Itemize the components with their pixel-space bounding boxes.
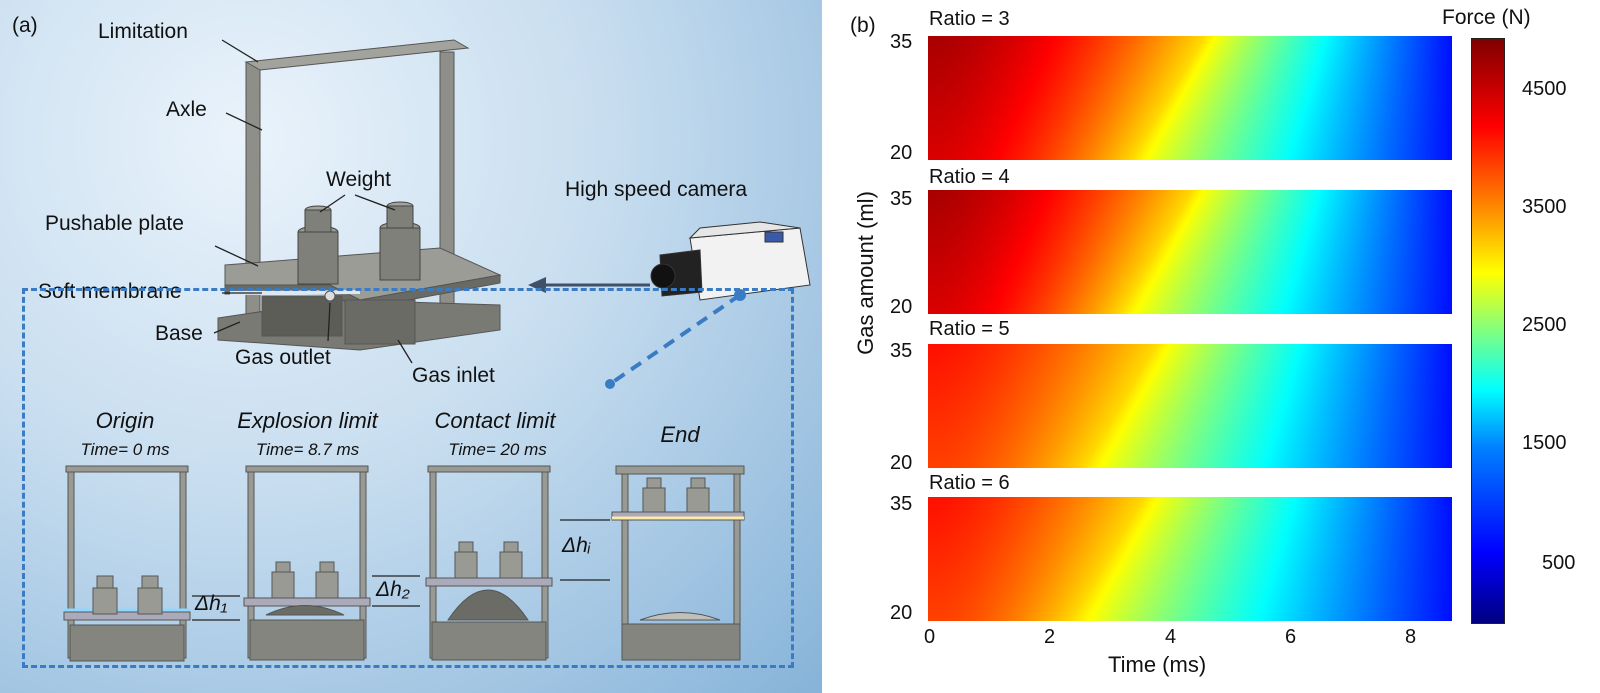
ytick-20-r6: 20 [890,602,913,624]
xtick-8: 8 [1405,626,1417,648]
ratio-4-label: Ratio = 4 [929,166,1010,188]
stage-contact-title: Contact limit [434,408,556,433]
gas-outlet-label: Gas outlet [235,346,331,369]
weights [297,201,421,285]
ratio-3-label: Ratio = 3 [929,8,1010,30]
gas-outlet-hole [324,290,336,302]
panel-a-label: (a) [12,14,38,37]
camera-label: High speed camera [565,178,748,201]
colorbar-label: Force (N) [1442,6,1531,29]
weight-label: Weight [326,168,391,191]
cbtick-1500: 1500 [1522,432,1567,454]
stage-origin-time: Time= 0 ms [80,440,170,459]
ytick-35-r6: 35 [890,493,913,515]
stage-explosion-title: Explosion limit [237,408,378,433]
stages-box [22,288,794,668]
soft-membrane-label: Soft membrane [38,280,182,303]
ytick-35-r5: 35 [890,340,913,362]
xtick-2: 2 [1044,626,1056,648]
panel-b-heatmaps: (b) Gas amount (ml) Ratio = 3 35 20 Rati… [822,0,1600,693]
leader-lines [213,39,413,364]
base-label: Base [155,322,203,345]
ytick-20-r3: 20 [890,142,913,164]
y-axis-label: Gas amount (ml) [853,191,878,355]
ratio-5-label: Ratio = 5 [929,318,1010,340]
stage-origin-title: Origin [95,408,155,433]
xtick-6: 6 [1285,626,1297,648]
pushable-plate-label: Pushable plate [45,212,184,235]
cbtick-2500: 2500 [1522,314,1567,336]
stage-apparatus [63,465,745,662]
apparatus-drawing [63,39,811,662]
ytick-35-r4: 35 [890,188,913,210]
heatmap-ratio-6 [928,497,1452,621]
delta-h2-label: Δh₂ [376,578,410,601]
limitation-label: Limitation [98,20,188,43]
xtick-0: 0 [924,626,936,648]
dashed-connector [608,293,742,386]
main-apparatus [217,39,502,351]
cbtick-3500: 3500 [1522,196,1567,218]
xtick-4: 4 [1165,626,1177,648]
stage-contact-time: Time= 20 ms [448,440,547,459]
ytick-20-r4: 20 [890,296,913,318]
x-axis-label: Time (ms) [1108,652,1207,677]
camera-icon [650,221,811,301]
heatmap-ratio-5 [928,344,1452,468]
panel-b-label: (b) [850,14,876,37]
ytick-20-r5: 20 [890,452,913,474]
cbtick-4500: 4500 [1522,78,1567,100]
cbtick-500: 500 [1542,552,1576,574]
ytick-35-r3: 35 [890,31,913,53]
heatmap-ratio-4 [928,190,1452,314]
stage-end-title: End [660,422,700,447]
axle-label: Axle [166,98,207,121]
delta-h-lines [192,519,610,621]
gas-inlet-label: Gas inlet [412,364,495,387]
panel-a-schematic: (a) [0,0,822,693]
stage-explosion-time: Time= 8.7 ms [255,440,360,459]
delta-hi-label: Δhᵢ [562,534,591,557]
heatmap-ratio-3 [928,36,1452,160]
ratio-6-label: Ratio = 6 [929,472,1010,494]
limitation-bar [244,39,470,71]
delta-h1-label: Δh₁ [195,592,228,615]
colorbar [1471,38,1505,624]
